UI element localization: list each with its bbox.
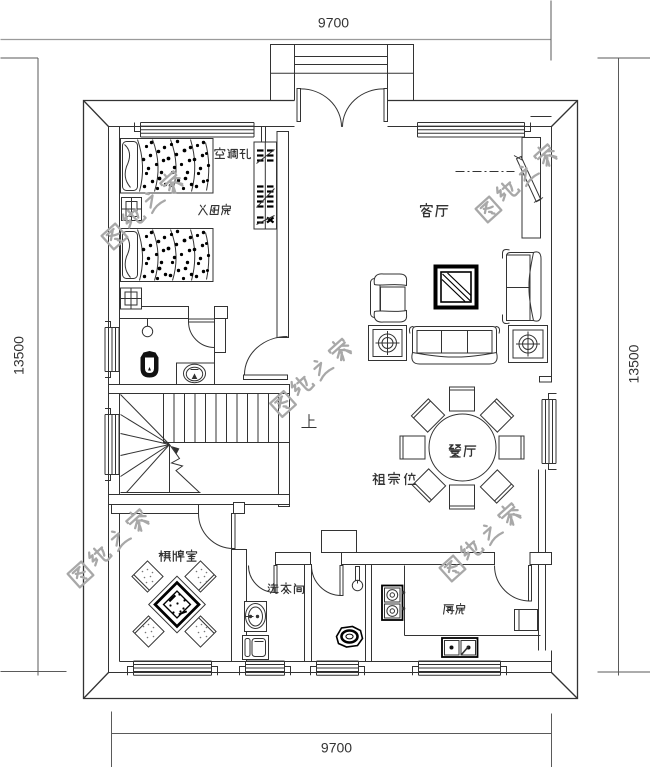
- svg-text:9700: 9700: [321, 740, 352, 756]
- svg-text:13500: 13500: [11, 336, 27, 375]
- svg-text:9700: 9700: [318, 15, 349, 31]
- svg-text:13500: 13500: [626, 344, 642, 383]
